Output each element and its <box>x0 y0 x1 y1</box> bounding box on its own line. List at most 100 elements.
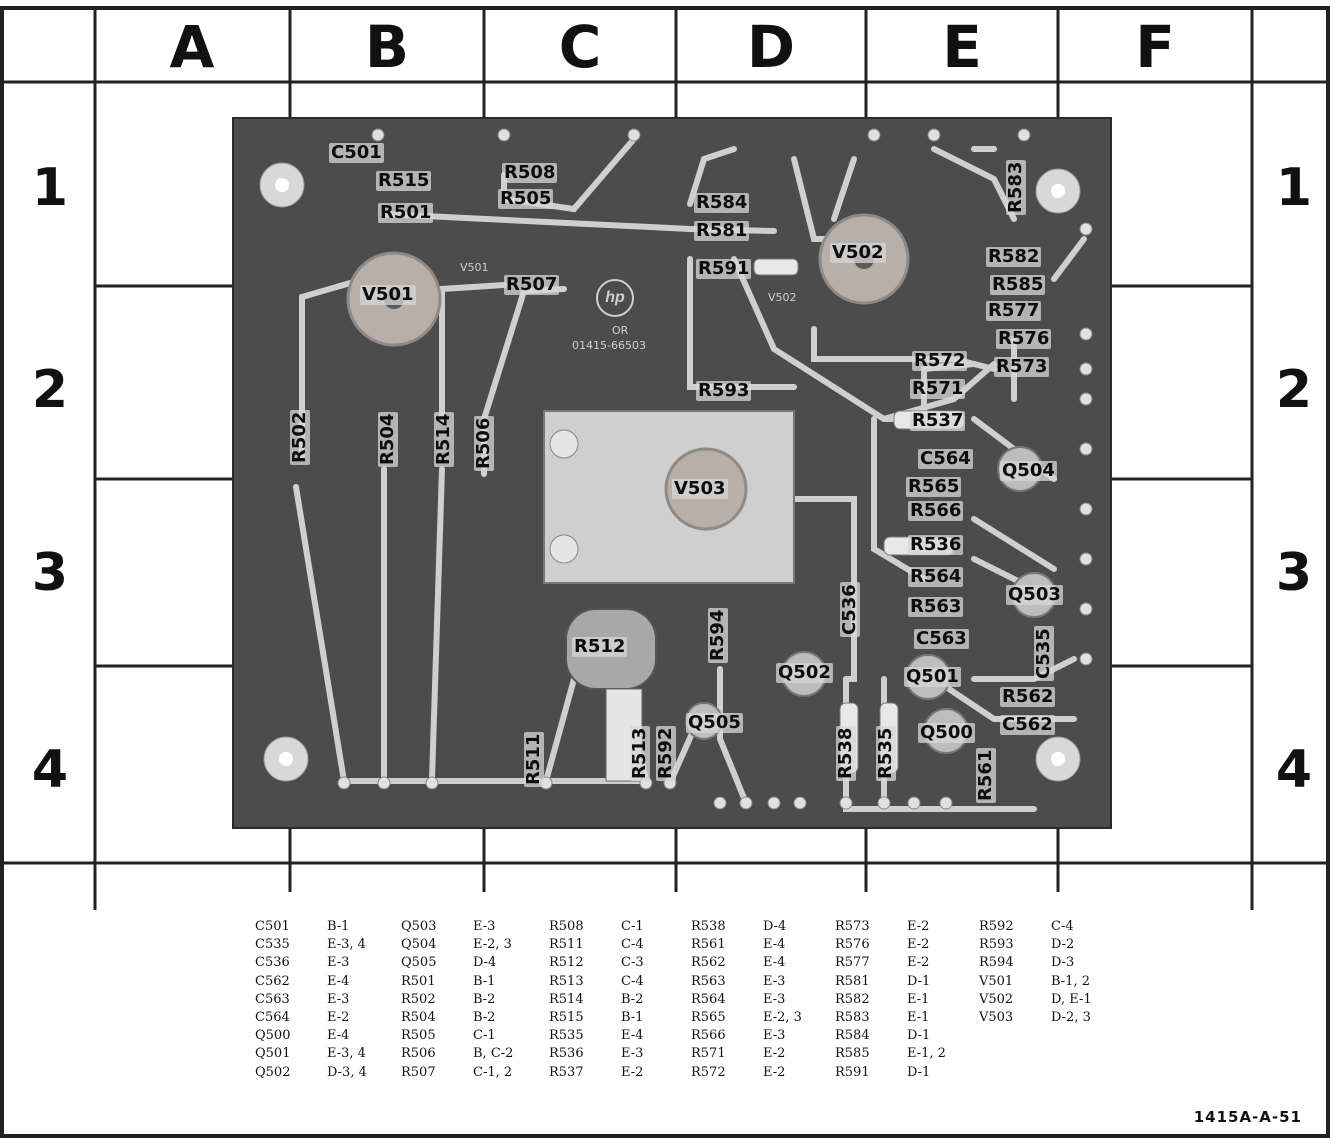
legend-location: E-1 <box>907 1009 930 1025</box>
legend-ref: R513 <box>549 973 584 989</box>
label-r535: R535 <box>875 725 896 781</box>
legend-ref: R564 <box>691 991 726 1007</box>
legend-ref: C562 <box>255 973 290 989</box>
label-r505: R505 <box>498 188 554 209</box>
legend-ref: R515 <box>549 1009 584 1025</box>
legend-location: C-1 <box>473 1028 496 1044</box>
label-q504: Q504 <box>1000 460 1057 481</box>
circuit-board-photo: hp OR 01415-66503 V501 V502 C501 R515 R5… <box>232 117 1112 829</box>
label-r576: R576 <box>996 328 1052 349</box>
label-r508: R508 <box>502 162 558 183</box>
label-r512: R512 <box>572 636 628 657</box>
legend-ref: R572 <box>691 1064 726 1080</box>
legend-ref: R584 <box>835 1028 870 1044</box>
label-r594: R594 <box>707 607 728 663</box>
board-part-number: 01415-66503 <box>572 339 646 352</box>
legend-ref: R592 <box>979 919 1014 934</box>
legend-location: E-3, 4 <box>327 1046 366 1062</box>
legend-location: B-2 <box>473 1009 496 1025</box>
legend-ref: Q503 <box>401 919 437 934</box>
legend-ref: R536 <box>549 1046 584 1062</box>
label-c535: C535 <box>1033 626 1054 681</box>
legend-location: D-2 <box>1051 937 1075 953</box>
legend-location: D-1 <box>907 1028 931 1044</box>
legend-location: E-4 <box>763 937 786 953</box>
label-v502: V502 <box>830 242 886 263</box>
label-r572: R572 <box>912 350 968 371</box>
legend-location: E-4 <box>327 1028 350 1044</box>
legend-ref: R563 <box>691 973 726 989</box>
legend-ref: R507 <box>401 1064 436 1080</box>
legend-ref: R505 <box>401 1028 436 1044</box>
column-header-c: C <box>558 13 602 81</box>
legend-ref: Q500 <box>255 1028 291 1044</box>
label-r565: R565 <box>906 476 962 497</box>
label-r562: R562 <box>1000 686 1056 707</box>
legend-ref: Q502 <box>255 1064 291 1080</box>
row-header-3-left: 3 <box>31 543 69 603</box>
legend-ref: R583 <box>835 1009 870 1025</box>
legend-ref: R535 <box>549 1028 584 1044</box>
legend-location: C-1, 2 <box>473 1064 513 1080</box>
legend-location: E-1 <box>907 991 930 1007</box>
legend-location: E-2 <box>327 1009 350 1025</box>
legend-location: E-3 <box>473 919 496 934</box>
legend-ref: R562 <box>691 955 726 971</box>
legend-ref: R511 <box>549 937 584 953</box>
legend-location: D-2, 3 <box>1051 1009 1091 1025</box>
legend-ref: R594 <box>979 955 1014 971</box>
legend-ref: R538 <box>691 919 726 934</box>
legend-ref: R561 <box>691 937 726 953</box>
legend-ref: R502 <box>401 991 436 1007</box>
legend-location: B-1 <box>621 1009 644 1025</box>
legend-ref: R537 <box>549 1064 584 1080</box>
label-r581: R581 <box>694 220 750 241</box>
legend-location: C-3 <box>621 955 644 971</box>
legend-location: E-2 <box>907 919 930 934</box>
legend-ref: C535 <box>255 937 290 953</box>
legend-ref: R593 <box>979 937 1014 953</box>
legend-location: D-1 <box>907 973 931 989</box>
label-q505: Q505 <box>686 712 743 733</box>
label-q500: Q500 <box>918 722 975 743</box>
legend-location: E-3 <box>621 1046 644 1062</box>
legend-ref: V503 <box>979 1009 1014 1025</box>
column-header-b: B <box>364 13 410 81</box>
legend-location: D-4 <box>763 919 787 934</box>
row-header-3-right: 3 <box>1275 543 1313 603</box>
legend-ref: R576 <box>835 937 870 953</box>
label-c536: C536 <box>839 582 860 637</box>
row-header-4-right: 4 <box>1275 740 1313 800</box>
column-header-f: F <box>1135 13 1175 81</box>
legend-ref: R577 <box>835 955 870 971</box>
legend-ref: Q501 <box>255 1046 291 1062</box>
label-r513: R513 <box>629 725 650 781</box>
legend-ref: C501 <box>255 919 290 934</box>
legend-ref: Q504 <box>401 937 437 953</box>
label-r573: R573 <box>994 356 1050 377</box>
legend-ref: R501 <box>401 973 436 989</box>
label-r566: R566 <box>908 500 964 521</box>
legend-ref: R506 <box>401 1046 436 1062</box>
label-c501: C501 <box>329 142 384 163</box>
legend-location: B-2 <box>621 991 644 1007</box>
label-q502: Q502 <box>776 662 833 683</box>
label-r507: R507 <box>504 274 560 295</box>
legend-ref: R504 <box>401 1009 436 1025</box>
label-v501: V501 <box>360 284 416 305</box>
label-r536: R536 <box>908 534 964 555</box>
legend-location: E-2 <box>763 1046 786 1062</box>
legend-location: B-1 <box>327 919 350 934</box>
legend-location: D-4 <box>473 955 497 971</box>
label-c564: C564 <box>918 448 973 469</box>
legend-ref: C563 <box>255 991 290 1007</box>
legend-location: E-2, 3 <box>473 937 512 953</box>
label-r571: R571 <box>910 378 966 399</box>
column-header-e: E <box>942 13 982 81</box>
legend-location: E-4 <box>621 1028 644 1044</box>
